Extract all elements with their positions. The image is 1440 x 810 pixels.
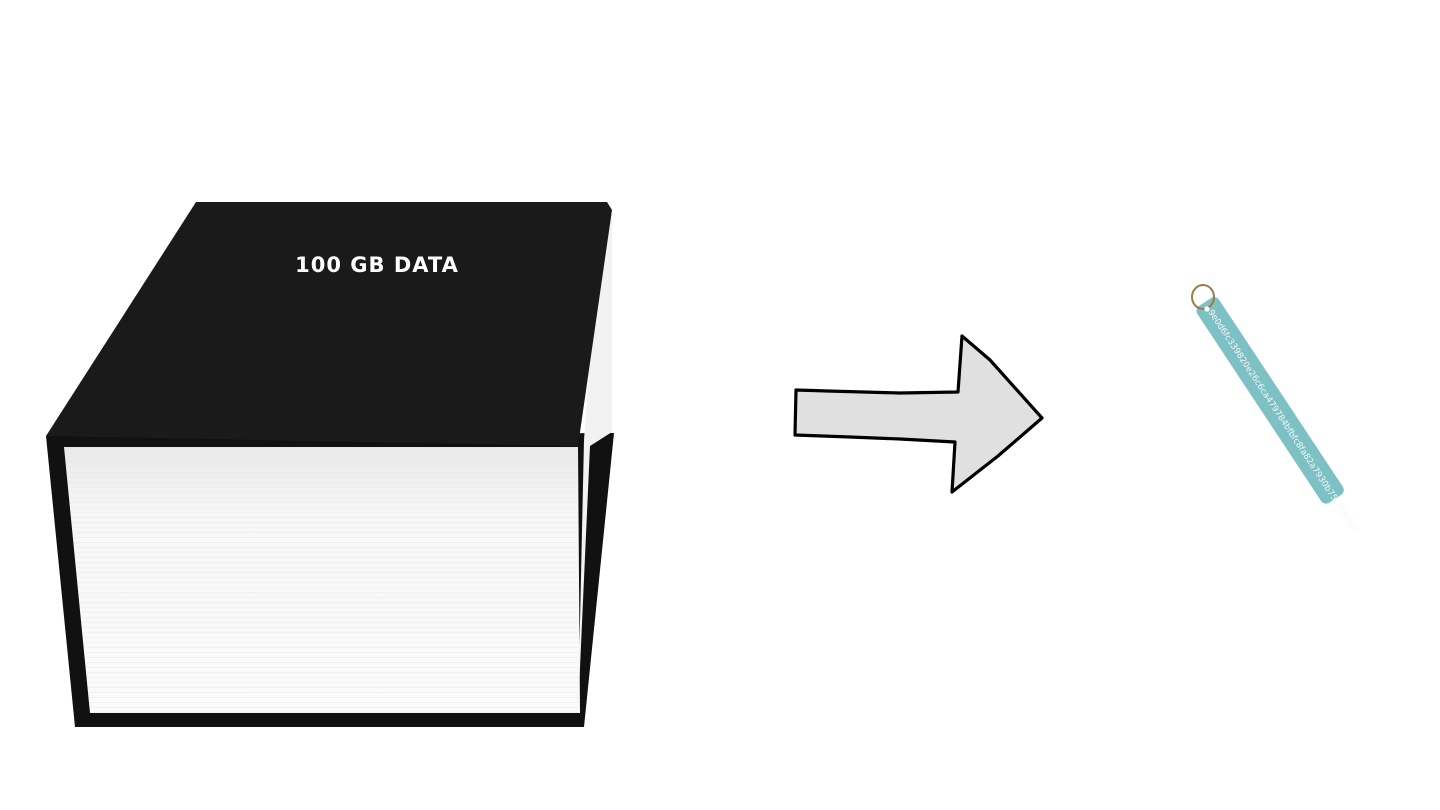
- tag-hole: [1204, 306, 1210, 312]
- right-arrow: [793, 334, 1044, 494]
- book-cover-label: 100 GB DATA: [295, 253, 459, 277]
- book-top-cover: [46, 202, 612, 446]
- book-side-pages: [578, 208, 612, 712]
- data-book: 100 GB DATA: [46, 202, 614, 727]
- tag-body: [1196, 297, 1344, 504]
- tag-hash-text: 9e0d6fc339820e26c6ca479784bfbfc8fa82a793…: [1206, 308, 1361, 535]
- tag-ring: [1191, 284, 1215, 310]
- arrow-icon: [793, 334, 1044, 494]
- hash-tag: 9e0d6fc339820e26c6ca479784bfbfc8fa82a793…: [1191, 284, 1361, 535]
